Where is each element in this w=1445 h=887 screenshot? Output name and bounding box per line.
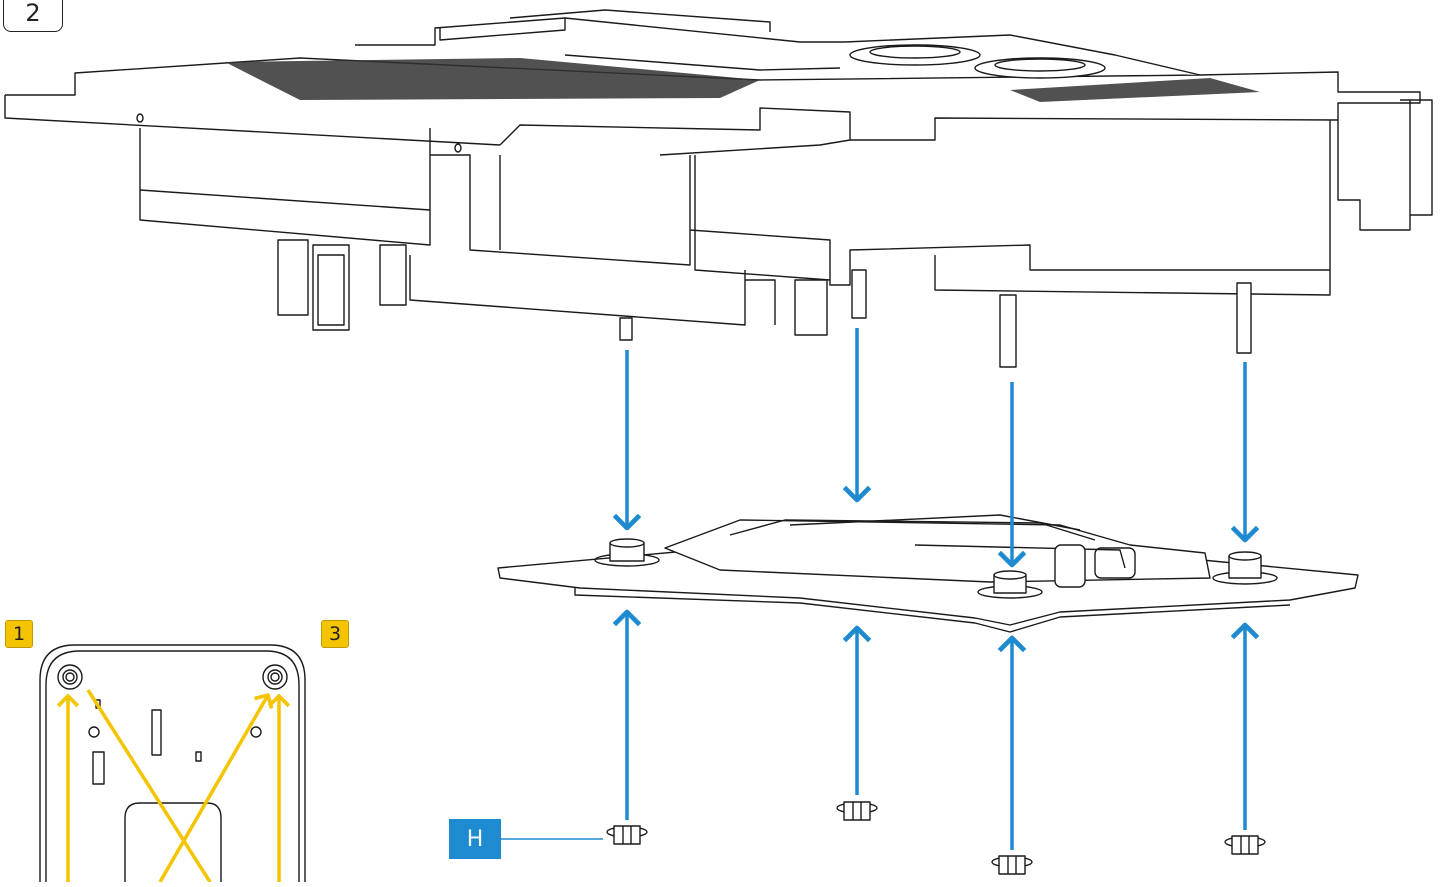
part-label-h: H <box>449 819 501 859</box>
flange-nuts <box>606 801 1266 875</box>
tightening-sequence-inset <box>39 644 306 883</box>
flange-nut-icon <box>836 801 878 821</box>
sequence-diagonal-a <box>86 689 212 883</box>
sequence-badge-1: 1 <box>5 620 33 648</box>
step-number: 2 <box>3 0 63 32</box>
flange-nut-icon <box>1224 835 1266 855</box>
backplate <box>497 514 1359 633</box>
assembly-arrows <box>500 328 1260 850</box>
flange-nut-icon <box>991 855 1033 875</box>
sequence-badge-3: 3 <box>321 620 349 648</box>
water-block <box>4 9 1433 368</box>
flange-nut-icon <box>606 825 648 845</box>
sequence-diagonal-b <box>158 693 274 883</box>
